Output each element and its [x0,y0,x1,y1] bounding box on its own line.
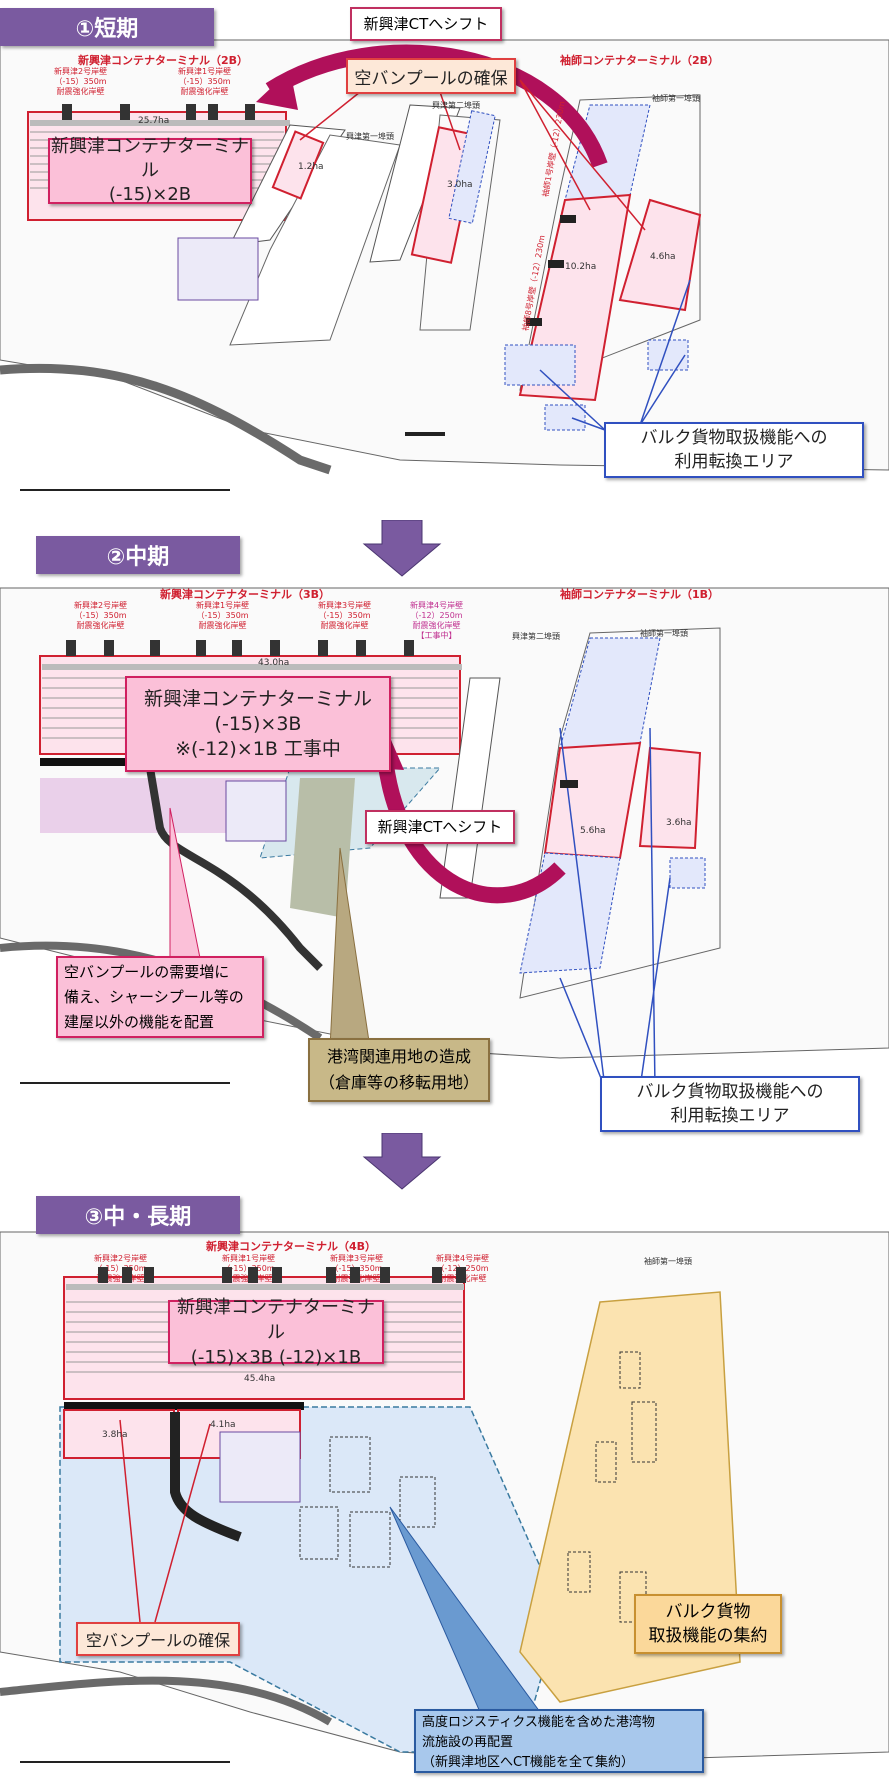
berth-marker [120,104,130,120]
berth-marker [186,104,196,120]
phase-header: ②中期 [36,536,240,574]
berth-marker [208,104,218,120]
berth-marker [270,640,280,656]
arrow-down-icon [362,520,442,577]
berth-marker [350,1267,360,1283]
arrow-down-icon [362,1133,442,1190]
berth-marker [144,1267,154,1283]
pier-1-label: 興津第一埠頭 [346,132,394,141]
sodeshi-title: 袖師コンテナターミナル（1B） [560,588,720,601]
berth-marker [98,1267,108,1283]
area-56: 5.6ha [580,826,606,836]
berth-marker [62,104,72,120]
berth-marker [404,640,414,656]
area-38: 3.8ha [102,1430,128,1440]
shift-label: 新興津CTへシフト [350,7,502,41]
empty-pool-box: 空バンプールの確保 [346,58,516,94]
berth-marker [356,640,366,656]
berth-marker [66,640,76,656]
berth-marker [196,640,206,656]
berth-marker [122,1267,132,1283]
berth-marker [326,1267,336,1283]
area-41: 4.1ha [210,1420,236,1430]
sodeshi-pier-label: 袖師第一埠頭 [652,94,700,103]
berth-marker [245,104,255,120]
area-30: 3.0ha [447,180,473,190]
ct-box: 新興津コンテナターミナル(-15)×3B (-12)×1B [168,1297,384,1368]
ct-box: 新興津コンテナターミナル(-15)×3B※(-12)×1B 工事中 [125,676,391,772]
area-43: 43.0ha [258,658,290,668]
pier-2-label: 興津第二埠頭 [512,632,560,641]
sodeshi-pier-label: 袖師第一埠頭 [644,1257,692,1266]
berth-marker [380,1267,390,1283]
port-land-box: 港湾関連用地の造成（倉庫等の移転用地） [308,1038,490,1102]
ct-box: 新興津コンテナターミナル(-15)×2B [48,136,252,205]
bulk-consolidation-box: バルク貨物取扱機能の集約 [634,1594,782,1654]
berth-marker [272,1267,282,1283]
logistics-box: 高度ロジスティクス機能を含めた港湾物流施設の再配置（新興津地区へCT機能を全て集… [414,1709,704,1773]
berth-marker [456,1267,466,1283]
terminal-title: 新興津コンテナターミナル（4B） [206,1240,377,1253]
area-25: 25.7ha [138,116,170,126]
bulk-conversion-box: バルク貨物取扱機能への利用転換エリア [600,1076,860,1132]
area-36: 3.6ha [666,818,692,828]
sodeshi-pier-label: 袖師第一埠頭 [640,629,688,638]
phase-header: ③中・長期 [36,1196,240,1234]
berth-marker [150,640,160,656]
terminal-title: 新興津コンテナターミナル（2B） [78,54,249,67]
area-46: 4.6ha [650,252,676,262]
berth-marker [222,1267,232,1283]
panel-mid-term: ②中期 新興津コンテナターミナル（3B） 袖師コンテナターミナル（1B） 新興津… [0,528,889,1132]
area-12: 1.2ha [298,162,324,172]
panel-short-term: ①短期 新興津CTへシフト 新興津コンテナターミナル（2B） 袖師コンテナターミ… [0,0,889,530]
phase-header: ①短期 [0,8,214,46]
area-454: 45.4ha [244,1374,276,1384]
berth-marker [104,640,114,656]
area-102: 10.2ha [565,262,597,272]
pier-2-label: 興津第二埠頭 [432,101,480,110]
sodeshi-title: 袖師コンテナターミナル（2B） [560,54,720,67]
berth-marker [432,1267,442,1283]
bulk-conversion-box: バルク貨物取扱機能への利用転換エリア [604,422,864,478]
berth-marker [248,1267,258,1283]
terminal-title: 新興津コンテナターミナル（3B） [160,588,331,601]
berth-marker [232,640,242,656]
berth-marker [318,640,328,656]
shift-label: 新興津CTへシフト [365,810,515,844]
empty-pool-box: 空バンプールの確保 [76,1622,240,1656]
pool-note-box: 空バンプールの需要増に備え、シャーシプール等の建屋以外の機能を配置 [56,956,264,1038]
